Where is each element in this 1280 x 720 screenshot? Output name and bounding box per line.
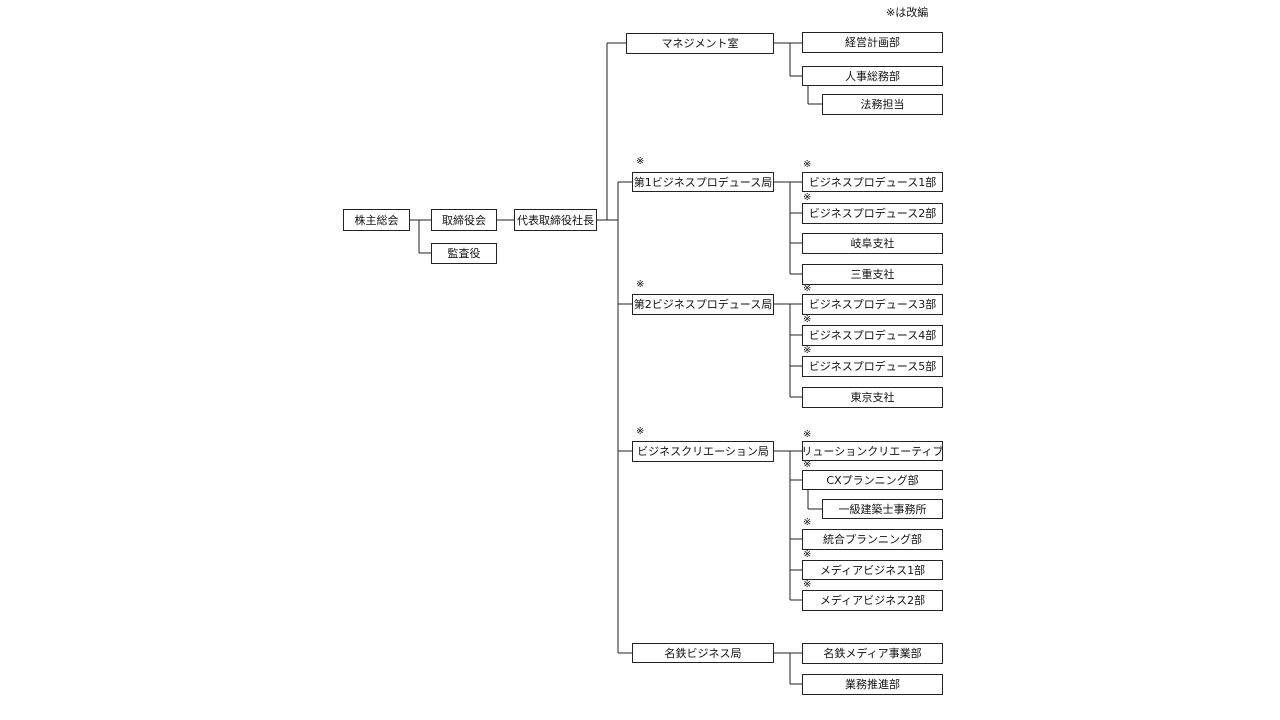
node-bc: ビジネスクリエーション局 (632, 441, 774, 462)
node-hr: 人事総務部 (802, 66, 943, 86)
node-bp1: 第1ビジネスプロデュース局 (632, 172, 774, 192)
node-integrated: 統合プランニング部 (802, 529, 943, 550)
reorg-mark: ※ (803, 283, 812, 294)
reorg-mark: ※ (803, 549, 812, 560)
node-mgmt: マネジメント室 (626, 33, 774, 54)
node-bp2: 第2ビジネスプロデュース局 (632, 294, 774, 315)
reorg-mark: ※ (803, 345, 812, 356)
node-president: 代表取締役社長 (514, 209, 597, 231)
node-cx: CXプランニング部 (802, 470, 943, 490)
node-promotion: 業務推進部 (802, 674, 943, 695)
node-media2: メディアビジネス2部 (802, 590, 943, 611)
node-tokyo: 東京支社 (802, 387, 943, 408)
node-bp2-d3: ビジネスプロデュース3部 (802, 294, 943, 315)
reorg-mark: ※ (803, 517, 812, 528)
node-planning: 経営計画部 (802, 32, 943, 53)
reorg-mark: ※ (636, 279, 645, 290)
node-solution: ソリューションクリエーティブ部 (802, 441, 943, 461)
reorg-mark: ※ (803, 192, 812, 203)
node-meitetsu-media: 名鉄メディア事業部 (802, 643, 943, 664)
node-bp2-d5: ビジネスプロデュース5部 (802, 356, 943, 377)
legend-note: ※は改編 (886, 6, 929, 19)
node-mie: 三重支社 (802, 264, 943, 285)
node-legal: 法務担当 (822, 94, 943, 115)
reorg-mark: ※ (803, 579, 812, 590)
node-media1: メディアビジネス1部 (802, 560, 943, 580)
node-gifu: 岐阜支社 (802, 233, 943, 254)
reorg-mark: ※ (636, 156, 645, 167)
node-bp2-d4: ビジネスプロデュース4部 (802, 325, 943, 346)
node-bp1-d2: ビジネスプロデュース2部 (802, 203, 943, 224)
node-shareholders: 株主総会 (343, 209, 410, 231)
reorg-mark: ※ (803, 459, 812, 470)
node-meitetsu: 名鉄ビジネス局 (632, 643, 774, 663)
node-bp1-d1: ビジネスプロデュース1部 (802, 172, 943, 192)
reorg-mark: ※ (803, 429, 812, 440)
node-board: 取締役会 (431, 209, 497, 231)
reorg-mark: ※ (803, 159, 812, 170)
node-auditor: 監査役 (431, 243, 497, 264)
node-architect: 一級建築士事務所 (822, 499, 943, 519)
reorg-mark: ※ (803, 314, 812, 325)
reorg-mark: ※ (636, 426, 645, 437)
